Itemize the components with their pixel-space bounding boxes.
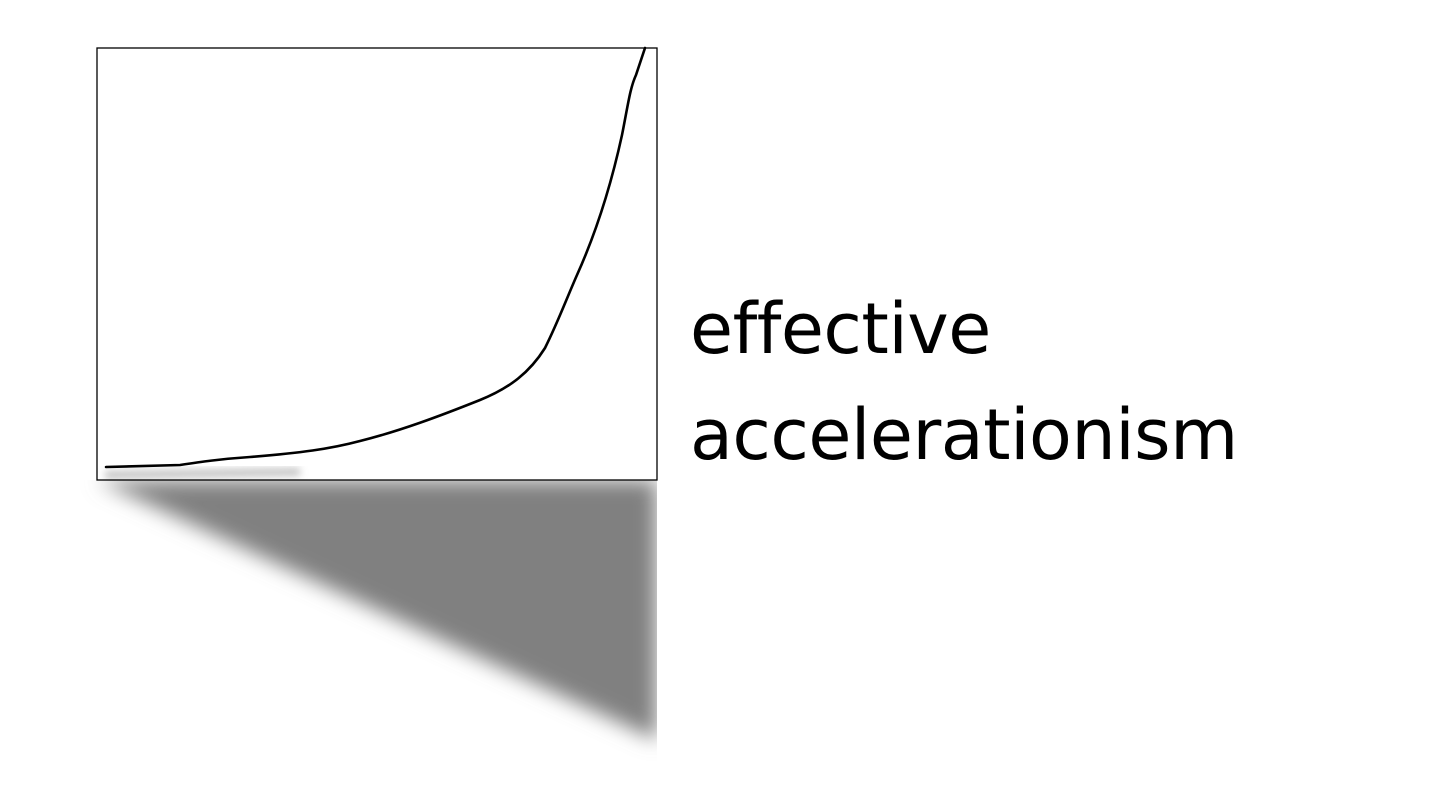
curve-shadow bbox=[104, 468, 301, 479]
cast-shadow bbox=[97, 480, 657, 740]
wordmark-line-1: effective bbox=[690, 288, 991, 370]
plot-frame bbox=[96, 47, 658, 481]
wordmark: effective accelerationism bbox=[690, 276, 1238, 488]
exponential-curve-icon bbox=[104, 46, 647, 469]
wordmark-line-2: accelerationism bbox=[690, 394, 1238, 476]
